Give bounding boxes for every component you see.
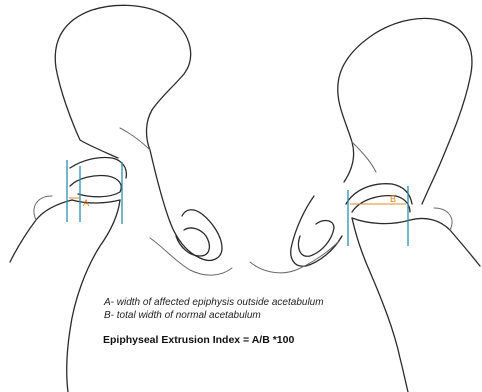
left-ischium — [170, 210, 222, 261]
a-marker-label: A — [83, 198, 89, 208]
legend-line-a: A- width of affected epiphysis outside a… — [104, 296, 324, 309]
legend-line-b: B- total width of normal acetabulum — [104, 309, 324, 322]
right-femur-trochanter — [434, 208, 452, 230]
right-acetabulum — [346, 184, 412, 204]
legend: A- width of affected epiphysis outside a… — [104, 296, 324, 322]
left-femur-trochanter — [34, 196, 52, 220]
left-physis — [72, 200, 120, 203]
right-ischium — [291, 196, 342, 266]
left-epiphysis — [70, 175, 121, 196]
b-marker-label: B — [390, 194, 396, 204]
left-iliac-wing — [55, 5, 190, 222]
formula-text: Epiphyseal Extrusion Index = A/B *100 — [103, 334, 294, 346]
right-iliac-wing — [338, 18, 472, 204]
right-femur — [352, 218, 480, 392]
left-wing-inner — [120, 128, 150, 150]
right-physis — [352, 218, 410, 224]
right-wing-inner — [352, 142, 376, 172]
